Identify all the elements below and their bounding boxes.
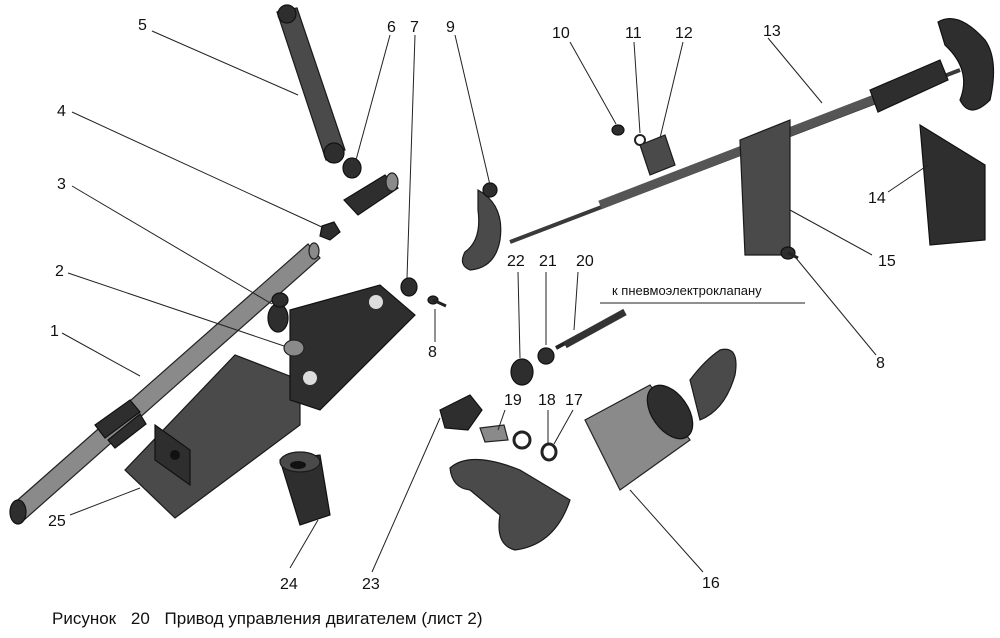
label-8b: 8: [876, 355, 885, 372]
part-bracket-25: [124, 284, 416, 519]
caption-title: Привод управления двигателем (лист 2): [164, 609, 483, 628]
part-bolt-8a: [427, 295, 447, 308]
part-cylinder-16: [449, 348, 737, 551]
part-bolt-8b: [780, 246, 799, 260]
position-labels: 1 2 3 4 5 6 7 8 9 10 11 12 13 14 15 8 16…: [48, 17, 896, 593]
part-elbow-23: [439, 394, 483, 431]
part-nut-10: [611, 124, 625, 136]
label-11: 11: [625, 25, 642, 42]
part-clip-12: [639, 134, 676, 176]
part-bracket-14: [919, 123, 986, 246]
part-shaft: [9, 242, 321, 525]
label-20: 20: [576, 253, 594, 270]
part-nut-4: [319, 221, 341, 241]
label-9: 9: [446, 19, 455, 36]
label-14: 14: [868, 190, 886, 207]
part-lever-5: [276, 4, 346, 164]
leader-lines: [61, 30, 929, 573]
label-3: 3: [57, 176, 66, 193]
label-2: 2: [55, 263, 64, 280]
label-23: 23: [362, 576, 380, 593]
part-fitting-19: [479, 424, 509, 443]
part-clamp-6: [342, 157, 399, 216]
annotation-pneumo-valve: к пневмоэлектроклапану: [612, 283, 762, 298]
part-lever-9: [461, 182, 502, 271]
caption-prefix: Рисунок: [52, 609, 117, 628]
label-8a: 8: [428, 344, 437, 361]
part-fitting-20-22: [510, 308, 627, 386]
label-18: 18: [538, 392, 556, 409]
label-4: 4: [57, 103, 66, 120]
label-17: 17: [565, 392, 583, 409]
label-6: 6: [387, 19, 396, 36]
label-13: 13: [763, 23, 781, 40]
part-washer-17: [540, 442, 558, 462]
label-12: 12: [675, 25, 693, 42]
part-sleeve-24: [279, 451, 331, 526]
part-bushing-7: [400, 277, 418, 297]
label-7: 7: [410, 19, 419, 36]
caption-number: 20: [130, 609, 150, 628]
part-bracket-15: [739, 119, 791, 256]
label-21: 21: [539, 253, 557, 270]
label-22: 22: [507, 253, 525, 270]
label-19: 19: [504, 392, 522, 409]
label-25: 25: [48, 513, 66, 530]
label-10: 10: [552, 25, 570, 42]
part-nut-3: [267, 292, 289, 333]
label-5: 5: [138, 17, 147, 34]
part-washer-18: [512, 430, 532, 450]
label-1: 1: [50, 323, 59, 340]
label-24: 24: [280, 576, 298, 593]
figure-caption: Рисунок 20 Привод управления двигателем …: [52, 609, 493, 629]
label-16: 16: [702, 575, 720, 592]
part-washer-2: [283, 339, 305, 357]
label-15: 15: [878, 253, 896, 270]
